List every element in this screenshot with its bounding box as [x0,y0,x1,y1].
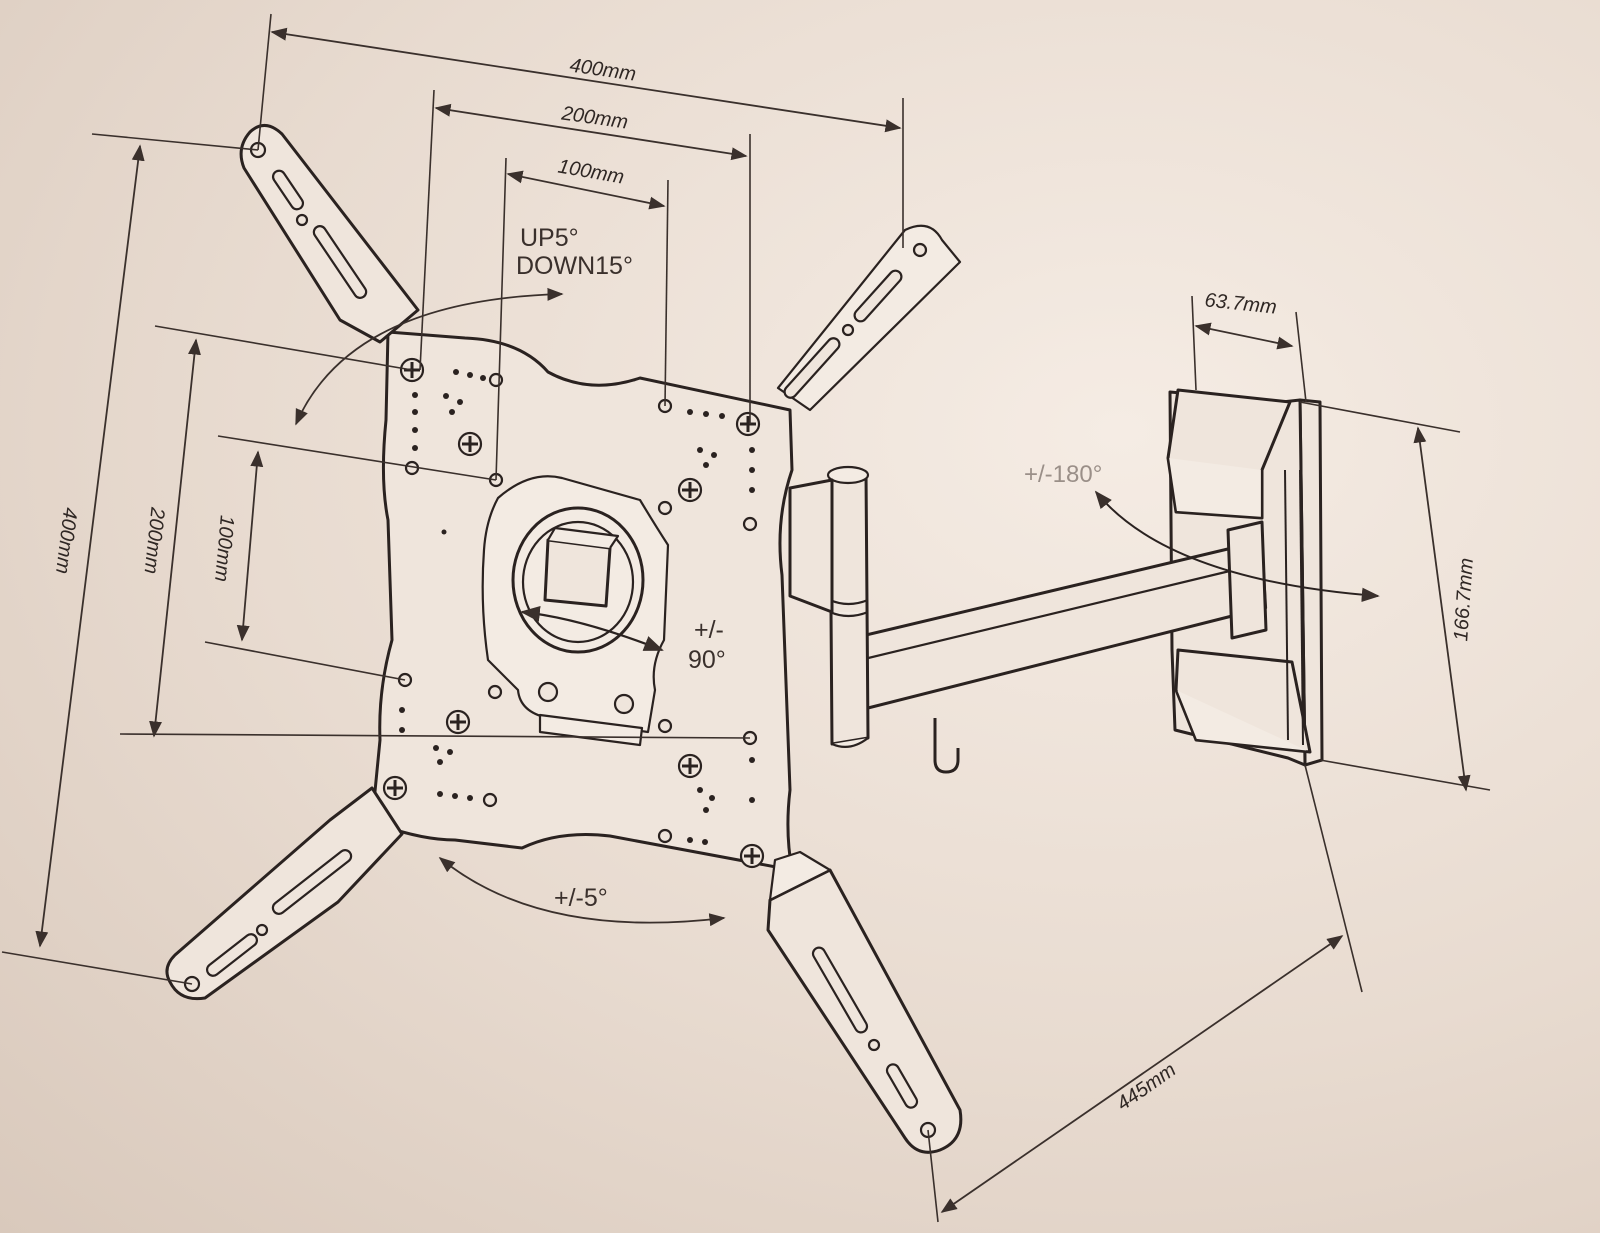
dimension-lines [35,27,1471,1213]
dim-label-wall-plate-height: 166.7mm [1450,557,1478,642]
mounting-arm-top-left [239,124,420,344]
swivel-label: +/-180° [1024,461,1102,488]
mounting-arm-bottom-left [165,786,404,1001]
wall-bracket [1166,388,1324,767]
dim-label-left-100: 100mm [210,514,238,582]
dim-label-left-200: 200mm [140,505,169,575]
tilt-up-label: UP5° [520,224,579,252]
dim-label-top-100: 100mm [556,155,626,188]
mounting-arm-bottom-right [766,850,963,1154]
vesa-plate [370,330,794,872]
extension-lines [1,13,1491,1223]
dim-label-left-400: 400mm [51,506,81,575]
dim-label-top-400: 400mm [568,55,637,86]
angle-arrows [295,287,1380,927]
rotation-sign-label: +/- [694,616,724,644]
level-adjust-label: +/-5° [554,884,608,912]
mounting-arm-top-right [776,224,962,412]
angle-labels: UP5° DOWN15° +/- 90° +/-180° +/-5° [516,224,1102,912]
rotation-value-label: 90° [688,646,726,674]
dim-label-wall-plate-depth: 63.7mm [1204,289,1278,318]
tilt-down-label: DOWN15° [516,252,633,280]
screw-icon [382,357,765,869]
